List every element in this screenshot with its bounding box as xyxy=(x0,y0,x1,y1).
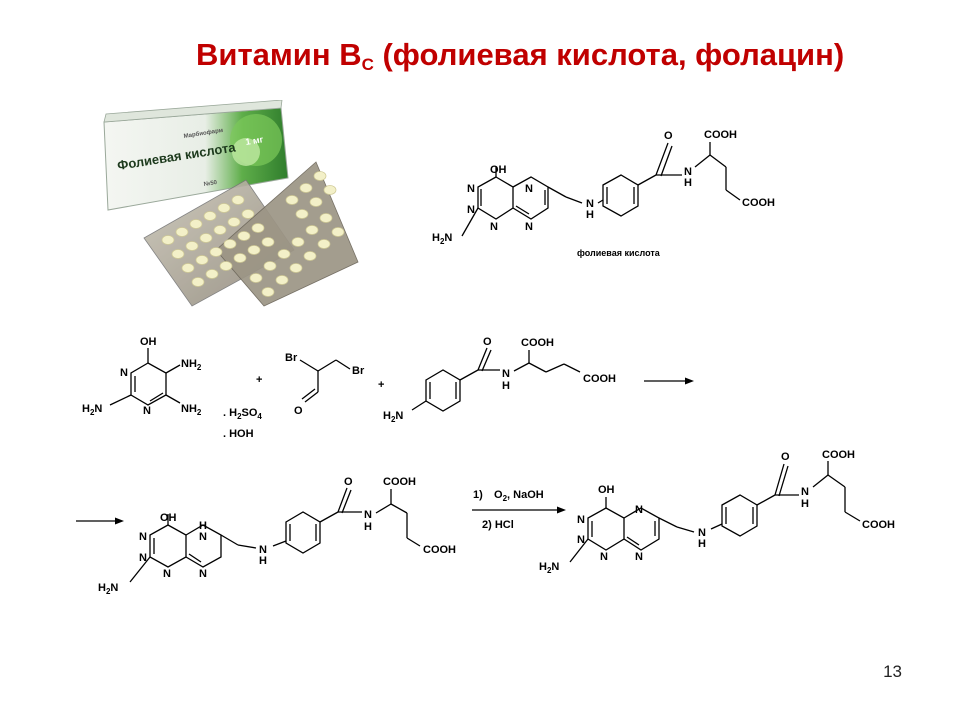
svg-text:N: N xyxy=(199,531,207,543)
svg-text:O2, NaOH: O2, NaOH xyxy=(494,489,544,503)
svg-text:H2N: H2N xyxy=(98,582,118,596)
package-tablet-count: №50 xyxy=(203,179,218,188)
triaminopyrimidine: OH N N NH2 NH2 H2N xyxy=(82,336,202,417)
svg-text:N: N xyxy=(467,204,475,216)
water-label: . HOH xyxy=(223,428,254,440)
svg-text:COOH: COOH xyxy=(521,337,554,349)
title-subscript: C xyxy=(361,55,374,74)
svg-text:N: N xyxy=(467,183,475,195)
folic-acid-package-photo: Фолиевая кислота 1 мг Марбиофарм №50 xyxy=(103,100,359,307)
dibromopropanal: Br Br O xyxy=(285,352,365,417)
svg-text:Br: Br xyxy=(285,352,298,364)
slide-title: Витамин BC (фолиевая кислота, фолацин) xyxy=(196,37,916,75)
svg-text:H: H xyxy=(199,520,207,532)
folic-acid-structure: OH N N N N N H2N N H O N H COOH COOH фол… xyxy=(432,129,775,258)
svg-text:Br: Br xyxy=(352,365,365,377)
svg-text:O: O xyxy=(781,451,790,463)
svg-text:O: O xyxy=(664,130,673,142)
title-main: Витамин B xyxy=(196,37,362,72)
svg-text:N: N xyxy=(143,405,151,417)
svg-text:O: O xyxy=(483,336,492,348)
svg-text:H2N: H2N xyxy=(539,561,559,575)
folic-acid-caption: фолиевая кислота xyxy=(577,248,661,258)
title-rest: (фолиевая кислота, фолацин) xyxy=(373,37,845,72)
svg-text:COOH: COOH xyxy=(862,519,895,531)
folic-acid-product: OH N N N N N H2N N H O N H COOH COOH xyxy=(539,449,895,575)
svg-text:COOH: COOH xyxy=(704,129,737,141)
reaction-arrow-3: 1) O2, NaOH 2) HCl xyxy=(472,489,566,531)
svg-text:OH: OH xyxy=(140,336,157,348)
svg-text:N: N xyxy=(586,198,594,210)
reaction-arrow-1 xyxy=(644,377,694,385)
tablets xyxy=(161,171,345,297)
svg-text:N: N xyxy=(698,527,706,539)
package-dose: 1 мг xyxy=(245,134,265,147)
svg-text:COOH: COOH xyxy=(822,449,855,461)
reaction-arrow-2 xyxy=(76,517,124,525)
svg-text:COOH: COOH xyxy=(742,197,775,209)
oxidation-step-2: 2) HCl xyxy=(482,519,514,531)
svg-text:N: N xyxy=(139,552,147,564)
svg-text:O: O xyxy=(344,476,353,488)
svg-text:+: + xyxy=(378,379,384,391)
svg-text:O: O xyxy=(294,405,303,417)
svg-text:H: H xyxy=(259,555,267,567)
svg-text:N: N xyxy=(120,367,128,379)
svg-text:N: N xyxy=(635,504,643,516)
svg-text:N: N xyxy=(577,514,585,526)
svg-text:NH2: NH2 xyxy=(181,403,202,417)
svg-text:H: H xyxy=(586,209,594,221)
svg-text:NH2: NH2 xyxy=(181,358,202,372)
svg-text:H: H xyxy=(502,380,510,392)
svg-text:N: N xyxy=(525,183,533,195)
svg-text:N: N xyxy=(801,486,809,498)
svg-text:OH: OH xyxy=(490,164,507,176)
svg-text:N: N xyxy=(502,368,510,380)
page-number: 13 xyxy=(883,662,902,681)
svg-text:N: N xyxy=(635,551,643,563)
svg-text:COOH: COOH xyxy=(423,544,456,556)
svg-text:N: N xyxy=(577,534,585,546)
svg-text:H2N: H2N xyxy=(82,403,102,417)
svg-text:H2N: H2N xyxy=(432,232,452,246)
svg-text:N: N xyxy=(163,568,171,580)
svg-text:COOH: COOH xyxy=(583,373,616,385)
sulfuric-acid-label: . H2SO4 xyxy=(223,407,262,421)
svg-text:+: + xyxy=(256,374,262,386)
svg-text:H: H xyxy=(684,177,692,189)
svg-text:H: H xyxy=(364,521,372,533)
svg-text:N: N xyxy=(600,551,608,563)
blister-pack-2 xyxy=(215,161,359,307)
svg-text:N: N xyxy=(199,568,207,580)
svg-text:H: H xyxy=(801,498,809,510)
svg-text:1): 1) xyxy=(473,489,483,501)
svg-text:OH: OH xyxy=(598,484,615,496)
svg-text:N: N xyxy=(139,531,147,543)
svg-text:H: H xyxy=(698,538,706,550)
p-aminobenzoylglutamic-acid: O N H COOH COOH H2N xyxy=(383,336,616,424)
svg-text:H2N: H2N xyxy=(383,410,403,424)
svg-text:COOH: COOH xyxy=(383,476,416,488)
svg-text:N: N xyxy=(364,509,372,521)
svg-text:N: N xyxy=(684,166,692,178)
svg-text:N: N xyxy=(259,544,267,556)
svg-text:N: N xyxy=(490,221,498,233)
svg-text:OH: OH xyxy=(160,512,177,524)
dihydrofolic-acid: OH N N N H N N H2N N H O N H COOH COOH xyxy=(98,476,456,596)
svg-text:N: N xyxy=(525,221,533,233)
